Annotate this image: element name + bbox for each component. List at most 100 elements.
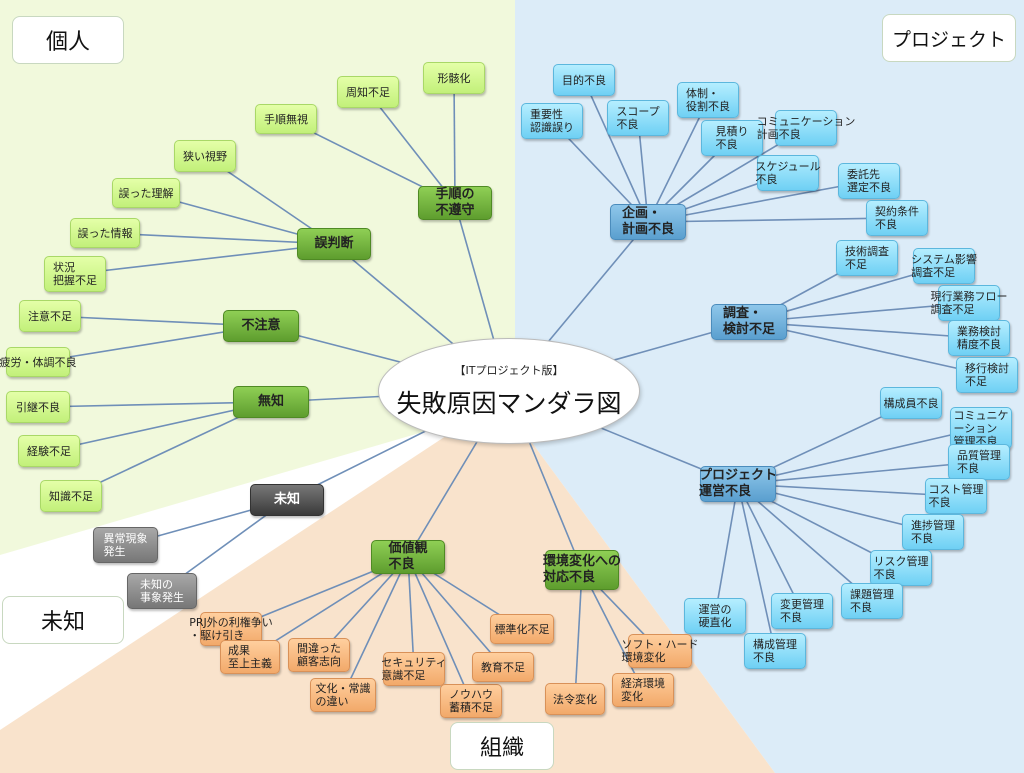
edge-planning-3 bbox=[647, 99, 709, 223]
cause-node-operation-label: コスト管理 不良 bbox=[928, 483, 984, 509]
cause-node-planning: 目的不良 bbox=[553, 64, 615, 96]
edge-planning-8 bbox=[647, 217, 898, 223]
cause-node-careless-label: 疲労・体調不良 bbox=[0, 355, 77, 369]
category-node-research: 調査・ 検討不足 bbox=[711, 304, 787, 340]
category-node-misjudge-label: 誤判断 bbox=[314, 236, 354, 251]
edge-operation-1 bbox=[737, 427, 982, 485]
cause-node-procedure-label: 周知不足 bbox=[346, 85, 390, 99]
cause-node-planning: 重要性 認識誤り bbox=[521, 103, 583, 139]
cause-node-procedure: 手順無視 bbox=[255, 104, 317, 134]
cause-node-planning-label: スコープ 不良 bbox=[616, 105, 660, 131]
edge-operation-9 bbox=[737, 483, 776, 652]
cause-node-ignorance: 経験不足 bbox=[18, 435, 80, 467]
cause-node-values: ノウハウ 蓄積不足 bbox=[440, 684, 502, 718]
cause-node-operation-label: コミュニケ ーション 管理不良 bbox=[953, 408, 1009, 448]
category-node-planning-label: 企画・ 計画不良 bbox=[621, 206, 674, 237]
cause-node-planning: 見積り 不良 bbox=[701, 120, 763, 156]
cause-node-values: 間違った 顧客志向 bbox=[288, 638, 350, 672]
cause-node-planning: 契約条件 不良 bbox=[866, 200, 928, 236]
cause-node-values-label: PRJ外の利権争い ・駆け引き bbox=[189, 616, 273, 642]
cause-node-planning-label: 目的不良 bbox=[562, 73, 606, 87]
edge-environment-1 bbox=[581, 569, 644, 691]
cause-node-procedure: 周知不足 bbox=[337, 76, 399, 108]
cause-node-procedure-label: 形骸化 bbox=[437, 71, 471, 85]
cause-node-values-label: 教育不足 bbox=[481, 660, 525, 674]
cause-node-values: 教育不足 bbox=[472, 652, 534, 682]
cause-node-misjudge: 誤った情報 bbox=[70, 218, 140, 248]
cause-node-operation: 構成員不良 bbox=[880, 387, 942, 419]
cause-node-misjudge-label: 状況 把握不足 bbox=[53, 261, 97, 287]
cause-node-operation: 品質管理 不良 bbox=[948, 444, 1010, 480]
cause-node-operation: 運営の 硬直化 bbox=[684, 598, 746, 634]
edge-ignorance-0 bbox=[37, 401, 272, 408]
cause-node-operation: コスト管理 不良 bbox=[925, 478, 987, 514]
cause-node-values: 成果 至上主義 bbox=[220, 640, 280, 674]
cause-node-ignorance: 引継不良 bbox=[6, 391, 70, 423]
cause-node-procedure-label: 手順無視 bbox=[264, 112, 308, 126]
cause-node-research: 移行検討 不足 bbox=[956, 357, 1018, 393]
cause-node-careless: 疲労・体調不良 bbox=[0, 347, 77, 377]
cause-node-ignorance: 知識不足 bbox=[40, 480, 102, 512]
cause-node-operation: 課題管理 不良 bbox=[841, 583, 903, 619]
cause-node-unknown-label: 未知の 事象発生 bbox=[140, 578, 184, 604]
category-node-operation: プロジェクト 運営不良 bbox=[699, 466, 777, 502]
center-title-ellipse: 【ITプロジェクト版】 失敗原因マンダラ図 bbox=[378, 338, 640, 444]
category-node-careless-label: 不注意 bbox=[241, 318, 281, 333]
category-node-careless: 不注意 bbox=[223, 310, 299, 342]
category-node-environment-label: 環境変化への 対応不良 bbox=[543, 554, 622, 585]
cause-node-planning-label: 委託先 選定不良 bbox=[847, 168, 891, 194]
edge-values-3 bbox=[342, 556, 409, 696]
edge-procedure-1 bbox=[367, 91, 456, 204]
edge-values-6 bbox=[407, 556, 504, 668]
cause-node-research-label: 業務検討 精度不良 bbox=[957, 325, 1001, 351]
cause-node-operation-label: 運営の 硬直化 bbox=[698, 603, 732, 629]
cause-node-values: セキュリティ 意識不足 bbox=[381, 652, 447, 686]
cause-node-research-label: 移行検討 不足 bbox=[965, 362, 1009, 388]
cause-node-operation-label: 課題管理 不良 bbox=[850, 588, 894, 614]
edge-planning-0 bbox=[583, 79, 649, 223]
edge-operation-2 bbox=[737, 461, 980, 485]
cause-node-values: 文化・常識 の違い bbox=[310, 678, 376, 712]
cause-node-operation: 進捗管理 不良 bbox=[902, 514, 964, 550]
cause-node-operation-label: リスク管理 不良 bbox=[873, 555, 929, 581]
cause-node-misjudge: 誤った理解 bbox=[112, 178, 180, 208]
category-node-misjudge: 誤判断 bbox=[297, 228, 371, 260]
cause-node-research-label: システム影響 調査不足 bbox=[911, 253, 977, 279]
cause-node-environment-label: 法令変化 bbox=[553, 692, 597, 706]
edge-operation-8 bbox=[737, 483, 803, 612]
cause-node-research: システム影響 調査不足 bbox=[911, 248, 977, 284]
edge-research-4 bbox=[748, 321, 988, 376]
cause-node-operation-label: 品質管理 不良 bbox=[957, 449, 1001, 475]
cause-node-operation: 構成管理 不良 bbox=[744, 633, 806, 669]
corner-label-personal: 個人 bbox=[12, 16, 124, 64]
category-node-procedure-label: 手順の 不遵守 bbox=[435, 187, 475, 218]
category-node-environment: 環境変化への 対応不良 bbox=[543, 550, 622, 590]
cause-node-operation-label: 構成員不良 bbox=[883, 396, 939, 410]
cause-node-procedure: 形骸化 bbox=[423, 62, 485, 94]
cause-node-values-label: 成果 至上主義 bbox=[228, 644, 272, 670]
category-node-procedure: 手順の 不遵守 bbox=[418, 186, 492, 220]
cause-node-planning: 委託先 選定不良 bbox=[838, 163, 900, 199]
corner-label-organization: 組織 bbox=[450, 722, 554, 770]
cause-node-ignorance-label: 引継不良 bbox=[16, 400, 60, 414]
cause-node-values-label: 間違った 顧客志向 bbox=[297, 642, 341, 668]
category-node-planning: 企画・ 計画不良 bbox=[610, 204, 686, 240]
category-node-research-label: 調査・ 検討不足 bbox=[722, 306, 775, 337]
cause-node-planning-label: 契約条件 不良 bbox=[875, 205, 919, 231]
cause-node-values-label: 標準化不足 bbox=[494, 622, 550, 636]
edge-values-5 bbox=[407, 556, 472, 702]
category-node-unknown: 未知 bbox=[250, 484, 324, 516]
cause-node-operation: リスク管理 不良 bbox=[870, 550, 932, 586]
cause-node-misjudge-label: 誤った理解 bbox=[118, 186, 174, 200]
corner-label-project: プロジェクト bbox=[882, 14, 1016, 62]
cause-node-environment: ソフト・ハード 環境変化 bbox=[622, 634, 699, 668]
cause-node-careless-label: 注意不足 bbox=[28, 309, 72, 323]
cause-node-operation: コミュニケ ーション 管理不良 bbox=[950, 407, 1012, 449]
cause-node-research: 業務検討 精度不良 bbox=[948, 320, 1010, 356]
cause-node-misjudge: 状況 把握不足 bbox=[44, 256, 106, 292]
edge-values-4 bbox=[407, 556, 415, 670]
edge-operation-7 bbox=[714, 483, 739, 617]
edge-research-3 bbox=[748, 321, 980, 339]
edge-misjudge-2 bbox=[104, 232, 335, 245]
cause-node-operation-label: 変更管理 不良 bbox=[780, 598, 824, 624]
